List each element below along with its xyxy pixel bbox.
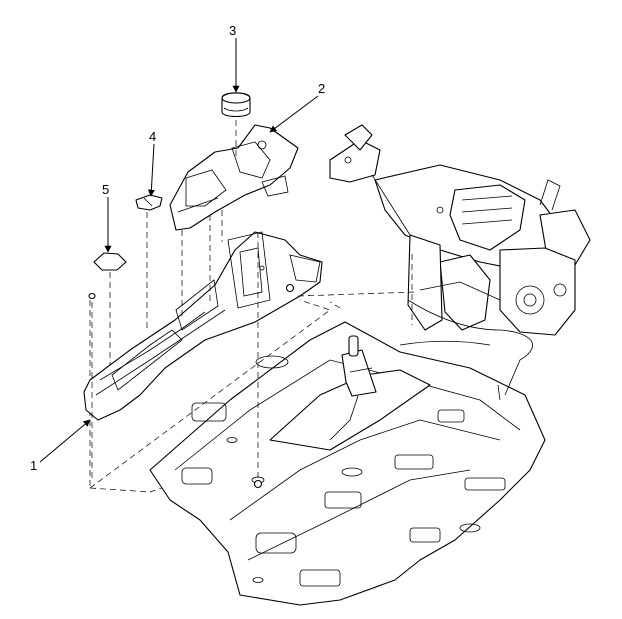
callout-leaders (39, 38, 319, 463)
callout-4: 4 (149, 129, 156, 144)
part-2-upper-console (169, 124, 299, 231)
callout-1: 1 (30, 458, 37, 473)
shift-lever (329, 335, 377, 441)
leader-4 (147, 143, 155, 197)
leader-1 (39, 419, 91, 463)
dashboard-hvac-assembly (329, 124, 591, 401)
part-3-shift-knob (221, 92, 251, 118)
callout-3: 3 (229, 23, 236, 38)
callout-5: 5 (102, 182, 109, 197)
console-screw (88, 292, 96, 300)
part-4-clip (135, 194, 163, 211)
callout-2: 2 (318, 81, 325, 96)
floor-panel (89, 299, 546, 606)
part-1-floor-console (83, 231, 323, 421)
part-5-cap (93, 252, 127, 271)
callout-labels: 3 2 4 5 1 (30, 23, 325, 473)
alignment-lines (91, 120, 416, 480)
leader-2 (269, 95, 319, 133)
